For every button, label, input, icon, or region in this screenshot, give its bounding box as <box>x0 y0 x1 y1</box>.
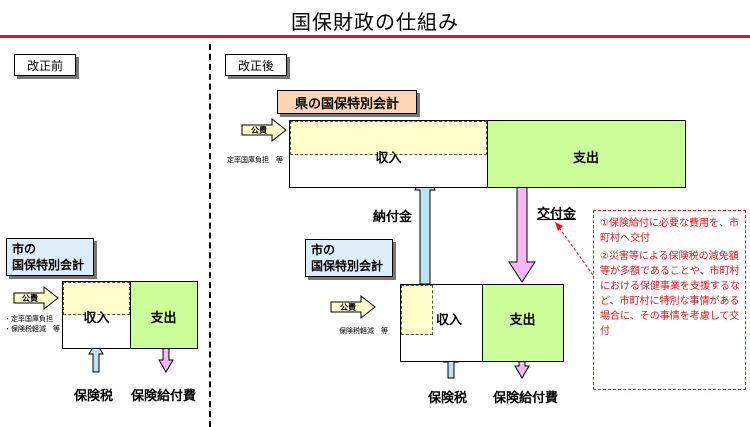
note-connector-arrowhead-icon <box>555 222 563 231</box>
note-item-1: ①保険給付に必要な費用を、市町村へ交付 <box>600 218 739 244</box>
prefecture-account-label: 県の国保特別会計 <box>277 90 417 114</box>
pref-kouhi-area <box>290 121 487 155</box>
city-kouhi-note: 保険税軽減 等 <box>339 327 388 335</box>
after-city-account-label: 市の 国保特別会計 <box>305 239 393 277</box>
before-city-label-line2: 国保特別会計 <box>12 258 85 272</box>
city-income-label: 収入 <box>435 312 462 328</box>
page-title: 国保財政の仕組み <box>291 10 459 34</box>
pref-income-label: 収入 <box>375 150 402 166</box>
city-kouhi-arrow-icon <box>330 294 376 320</box>
before-expense-label: 支出 <box>150 310 177 326</box>
koufukin-note-box: ①保険給付に必要な費用を、市町村へ交付 ②災害等による保険税の減免額等が多額であ… <box>593 210 746 390</box>
before-expense-area <box>130 282 197 348</box>
section-divider <box>209 44 211 427</box>
before-kouhi-note-1: ・定率国庫負担 <box>4 315 53 323</box>
before-tag: 改正前 <box>14 54 76 76</box>
city-expense-label: 支出 <box>509 312 536 328</box>
pref-kouhi-note: 定率国庫負担 等 <box>227 156 283 164</box>
after-benefit-label: 保険給付費 <box>493 391 559 406</box>
koufukin-label: 交付金 <box>537 207 577 222</box>
city-kouhi-label: 公費 <box>340 302 356 312</box>
title-rule <box>0 35 750 38</box>
before-kouhi-note-2: ・保険税軽減 等 <box>4 325 60 333</box>
before-tax-label: 保険税 <box>74 389 114 404</box>
pref-kouhi-arrow-icon <box>241 117 287 143</box>
note-connector <box>554 221 594 276</box>
before-kouhi-label: 公費 <box>22 293 38 303</box>
before-kouhi-area <box>63 282 130 315</box>
after-tag: 改正後 <box>225 54 287 76</box>
city-kouhi-area <box>401 285 433 335</box>
city-expense-area <box>482 285 563 361</box>
before-city-account-label: 市の 国保特別会計 <box>6 238 94 276</box>
koufukin-down-arrow-icon <box>508 186 536 283</box>
after-city-label-line2: 国保特別会計 <box>311 259 384 273</box>
kouhi-arrow-icon <box>13 285 59 311</box>
note-item-2: ②災害等による保険税の減免額等が多額であることや、市町村における保健事業を支援す… <box>600 251 740 337</box>
noufukin-label: 納付金 <box>373 210 413 225</box>
pref-expense-area <box>487 121 685 187</box>
after-city-label-line1: 市の <box>311 243 336 257</box>
pref-kouhi-label: 公費 <box>251 125 267 135</box>
before-income-label: 収入 <box>83 310 110 326</box>
before-city-label-line1: 市の <box>12 242 37 256</box>
after-tax-label: 保険税 <box>428 391 468 406</box>
pref-expense-label: 支出 <box>572 150 599 166</box>
before-benefit-label: 保険給付費 <box>131 389 197 404</box>
